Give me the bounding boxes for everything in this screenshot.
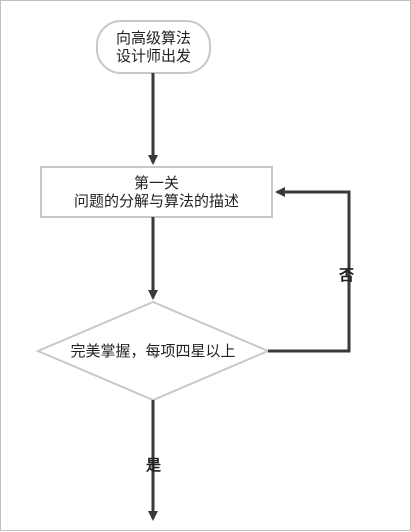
start-label-line1: 向高级算法	[115, 29, 191, 47]
yes-label: 是	[146, 456, 162, 474]
stage-label-line1: 第一关	[133, 174, 179, 192]
stage-label-line2: 问题的分解与算法的描述	[73, 192, 239, 210]
connector-no-loop	[268, 187, 351, 353]
no-label: 否	[339, 266, 355, 284]
start-label: 向高级算法 设计师出发	[97, 29, 210, 65]
decision-label: 完美掌握，每项四星以上	[38, 342, 268, 360]
decision-label-text: 完美掌握，每项四星以上	[70, 342, 236, 360]
stage-label: 第一关 问题的分解与算法的描述	[41, 174, 272, 210]
start-label-line2: 设计师出发	[115, 47, 191, 65]
stage-process-box	[40, 166, 273, 218]
